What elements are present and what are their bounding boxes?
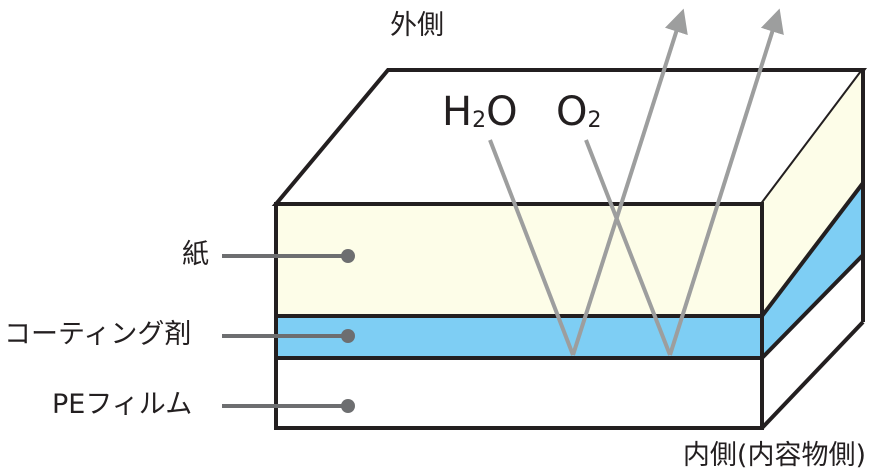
gas-paths — [488, 8, 784, 356]
water-vapor-path — [488, 139, 575, 356]
pe-film-layer — [276, 358, 762, 428]
right-face-coating — [762, 183, 863, 358]
paper-layer — [276, 204, 762, 316]
oxygen-main: O — [556, 89, 588, 135]
coating-leader-dot — [341, 329, 355, 343]
box-outline — [274, 70, 865, 430]
oxygen-path — [584, 139, 672, 356]
oxygen-reflect-arrow — [668, 8, 784, 356]
pe-leader-dot — [341, 399, 355, 413]
oxygen-subscript: 2 — [587, 108, 602, 133]
oxygen-label: O2 — [556, 92, 601, 132]
water-vapor-tail: O — [486, 89, 518, 135]
outside-label: 外側 — [390, 10, 444, 41]
right-face-paper — [762, 70, 863, 316]
pe-film-label: PEフィルム — [52, 389, 193, 420]
leaders — [222, 249, 355, 413]
inside-label: 内側(内容物側) — [682, 440, 866, 471]
paper-label: 紙 — [182, 239, 209, 270]
paper-leader-dot — [341, 249, 355, 263]
coating-label: コーティング剤 — [4, 319, 192, 350]
water-vapor-label: H2O — [442, 92, 518, 132]
right-face-pe — [762, 255, 863, 428]
water-vapor-reflect-arrow — [571, 8, 688, 356]
water-vapor-main: H — [442, 89, 473, 135]
water-vapor-subscript: 2 — [472, 108, 487, 133]
